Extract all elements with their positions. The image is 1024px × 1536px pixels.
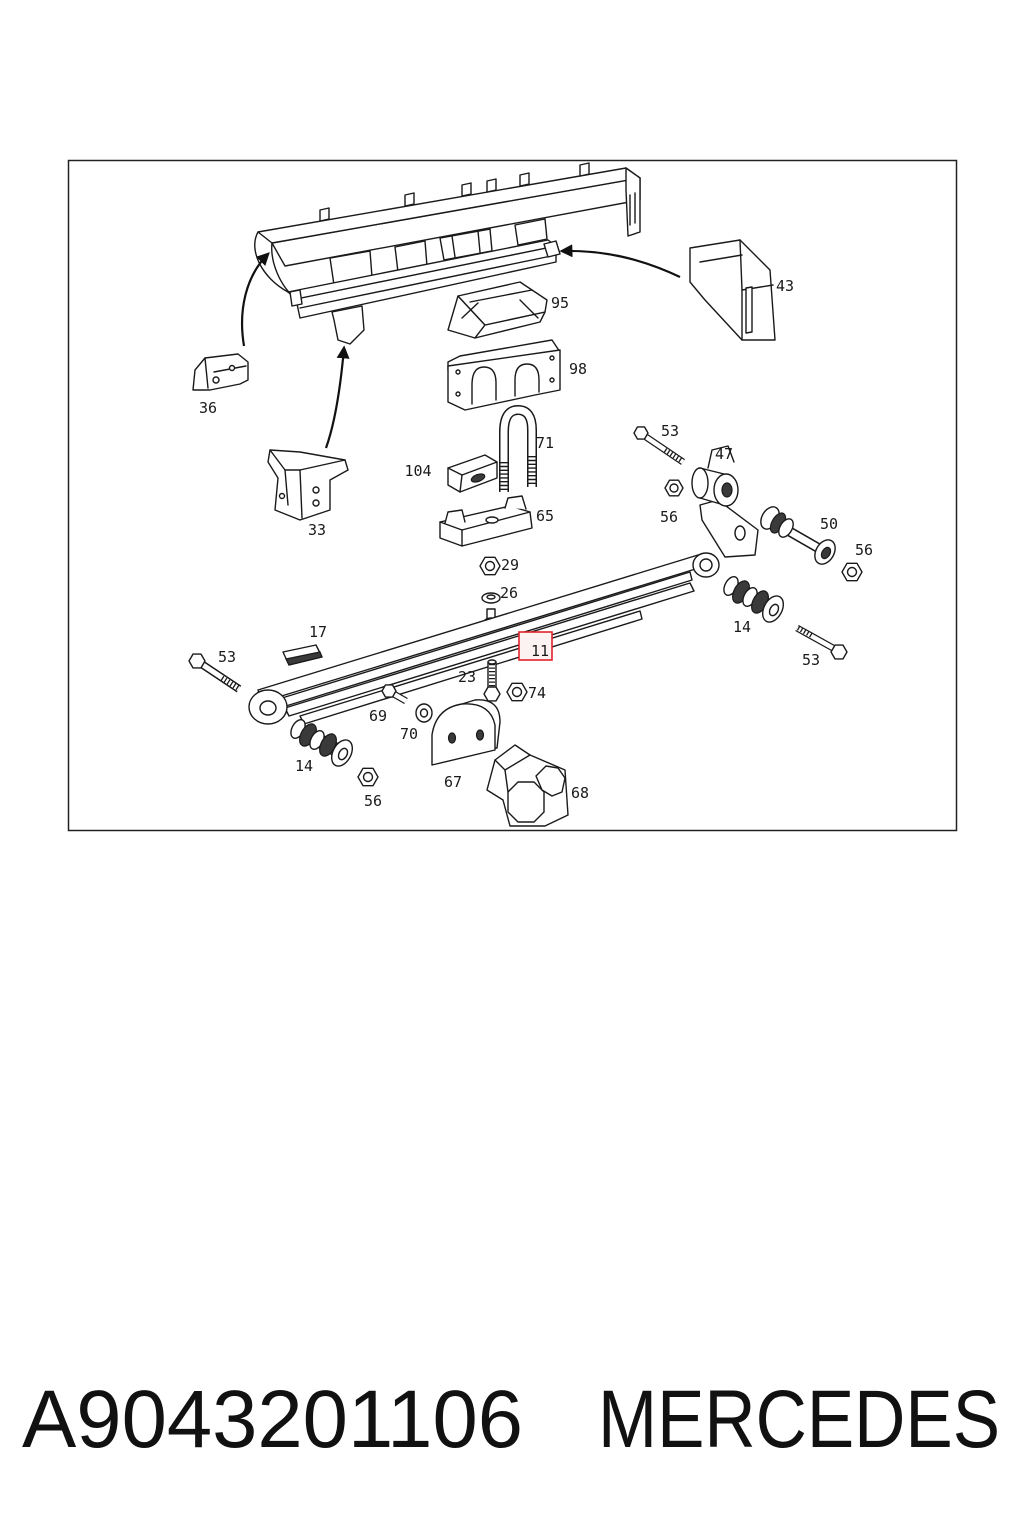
part-26-washer (481, 592, 501, 604)
part-23-bolt (483, 659, 501, 702)
part-47-shackle (691, 445, 759, 558)
part-50-bushing-bolt (760, 506, 836, 565)
part-69-bolt (381, 684, 408, 705)
arrow-36-to-frame (241, 252, 270, 347)
part-70-washer (415, 703, 433, 723)
chassis-frame (254, 162, 641, 345)
callout-43: 43 (776, 277, 794, 295)
part-65-spring-plate (439, 495, 533, 547)
callout-67: 67 (444, 773, 462, 791)
arrow-43-to-frame (559, 244, 681, 278)
callout-71: 71 (536, 434, 554, 452)
part-95-wedge-bracket (447, 281, 548, 339)
callout-14-right: 14 (733, 618, 751, 636)
part-53-bolt-left (188, 653, 242, 693)
callout-74: 74 (528, 684, 546, 702)
part-11-leaf-spring (248, 552, 720, 725)
diagram-frame (67, 159, 958, 832)
callout-29: 29 (501, 556, 519, 574)
part-43-bracket-box (689, 239, 776, 341)
callout-36: 36 (199, 399, 217, 417)
callout-33: 33 (308, 521, 326, 539)
callout-56-right: 56 (855, 541, 873, 559)
callout-labels: 95 98 43 36 33 104 71 65 53 47 56 50 56 … (199, 277, 873, 810)
part-74-nut (506, 682, 528, 702)
part-56-nut-bottom-left (357, 767, 379, 787)
callout-65: 65 (536, 507, 554, 525)
part-36-bracket (192, 353, 249, 391)
part-53-bolt-top (633, 426, 685, 465)
part-29-nut (479, 556, 501, 576)
part-71-u-bolt (499, 404, 537, 492)
part-56-nut-right (841, 562, 863, 582)
part-56-nut-upper (664, 479, 684, 497)
callout-53-left: 53 (218, 648, 236, 666)
callout-104: 104 (404, 462, 431, 480)
caption-part-number: A9043201106 (22, 1374, 523, 1465)
callout-50: 50 (820, 515, 838, 533)
callout-68: 68 (571, 784, 589, 802)
callout-56-upper: 56 (660, 508, 678, 526)
part-14-bushing-left (290, 719, 354, 767)
callout-56-bottom-left: 56 (364, 792, 382, 810)
part-98-mounting-plate (447, 339, 561, 411)
callout-23: 23 (458, 668, 476, 686)
callout-11-highlight-box (518, 631, 553, 661)
part-33-bracket (267, 449, 349, 521)
callout-69: 69 (369, 707, 387, 725)
part-67-saddle-block (431, 699, 501, 766)
callout-11: 11 (531, 642, 549, 660)
part-53-bolt-bottom-right (795, 624, 848, 660)
callout-70: 70 (400, 725, 418, 743)
part-104-wedge-block (447, 454, 498, 493)
part-68-spring-bracket (486, 744, 569, 827)
callout-95: 95 (551, 294, 569, 312)
callout-47: 47 (715, 445, 733, 463)
part-14-bushing-right (723, 576, 785, 623)
callout-98: 98 (569, 360, 587, 378)
callout-17: 17 (309, 623, 327, 641)
callout-53-top: 53 (661, 422, 679, 440)
callout-14-left: 14 (295, 757, 313, 775)
caption-brand: MERCEDES (598, 1374, 1000, 1465)
callout-53-bottom-right: 53 (802, 651, 820, 669)
arrow-33-to-frame (324, 345, 350, 449)
part-17-rubber-pad (282, 644, 323, 666)
callout-26: 26 (500, 584, 518, 602)
